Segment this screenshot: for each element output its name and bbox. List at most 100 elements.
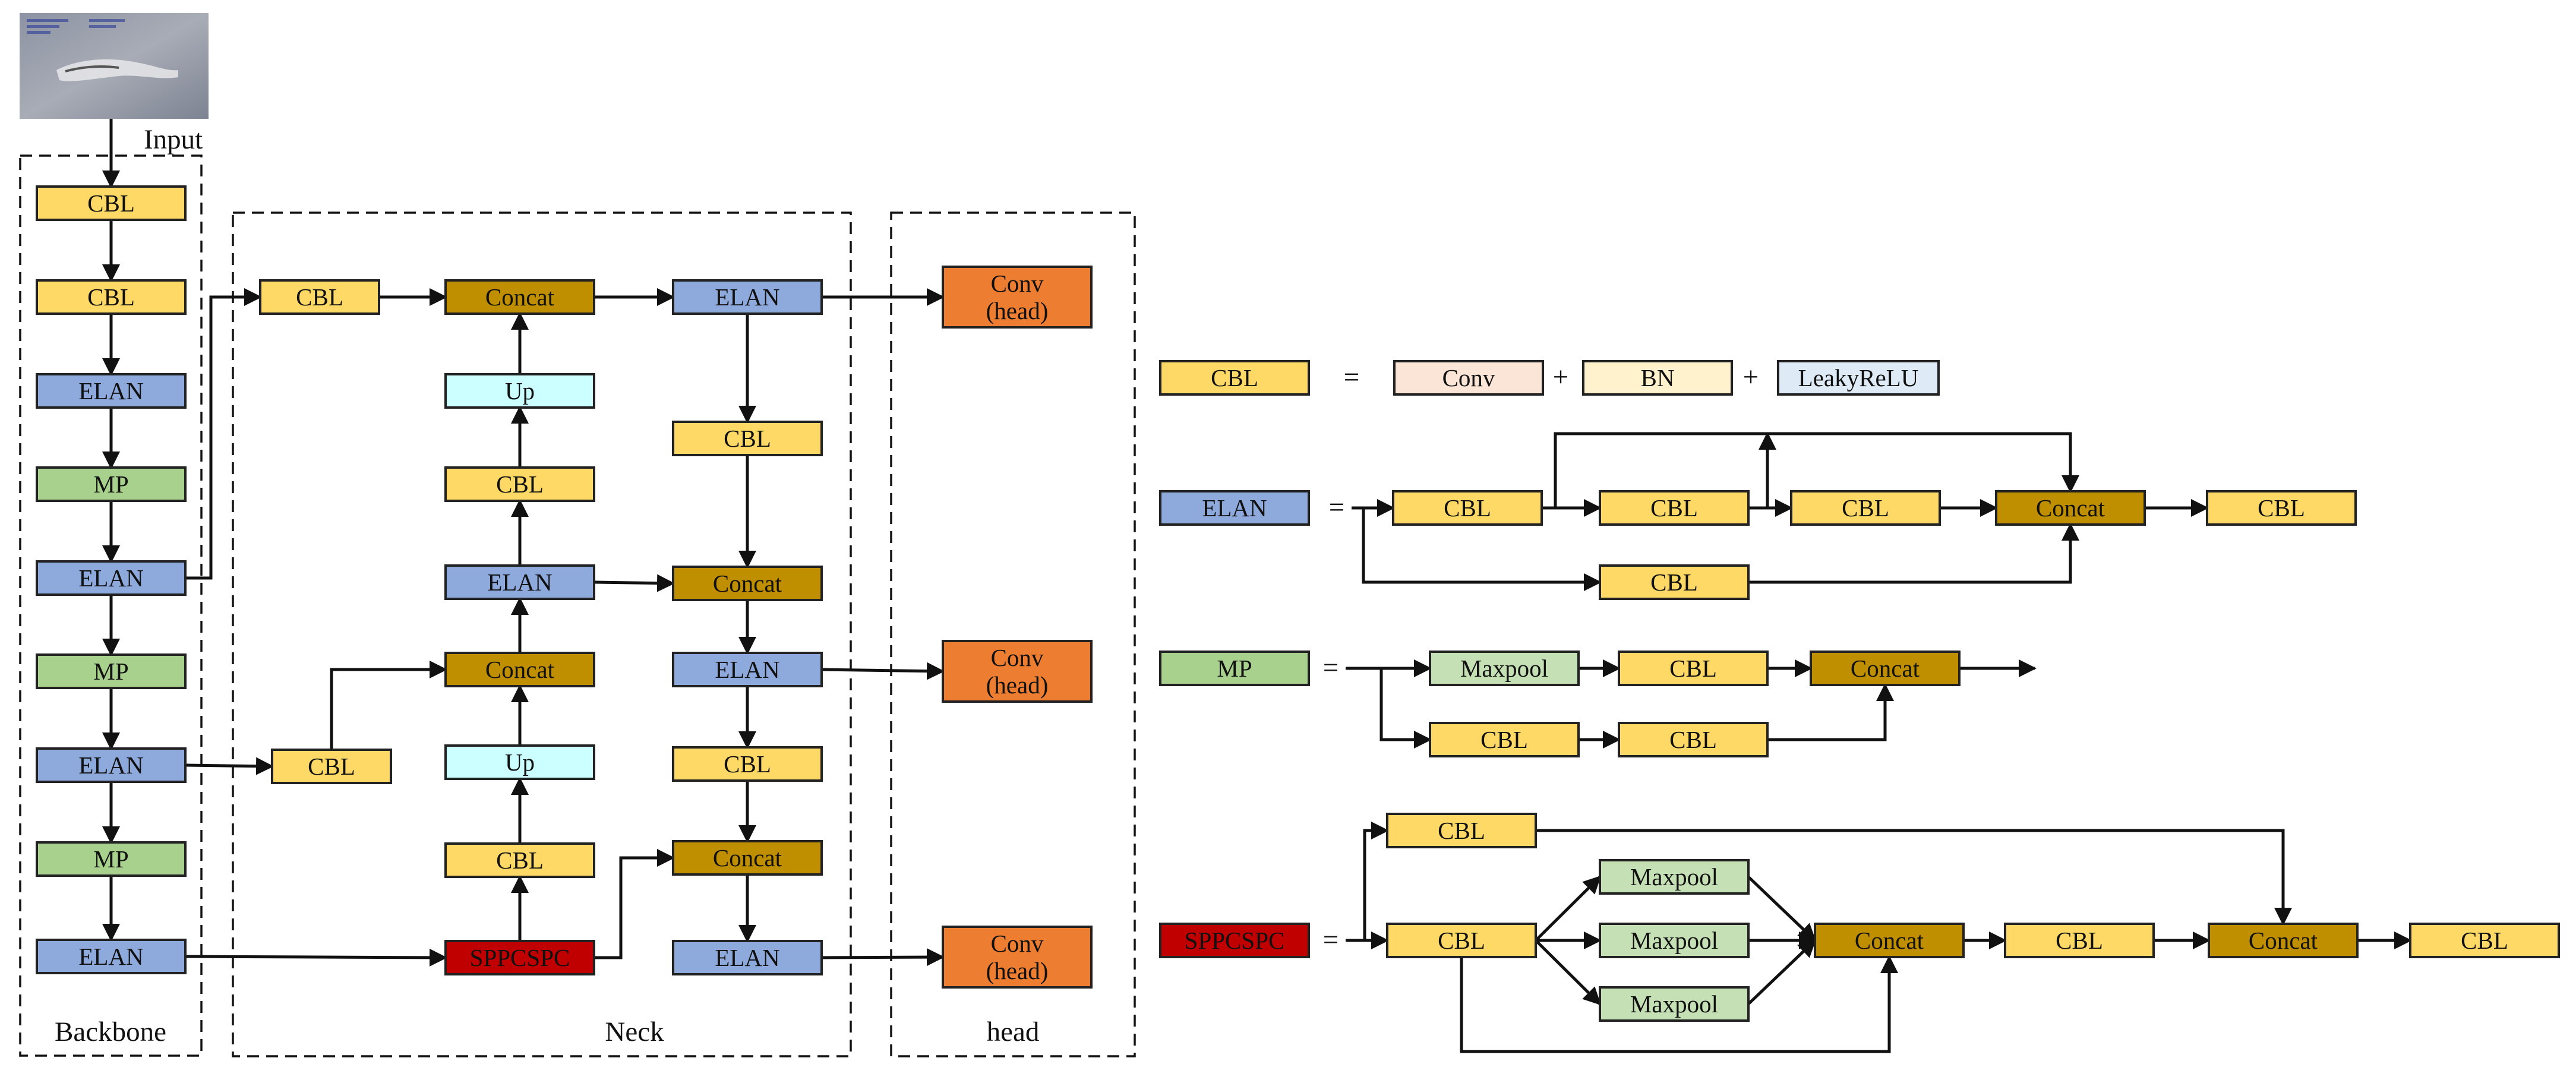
legend-cbl-part-conv-box <box>1393 360 1544 396</box>
neck-label: Neck <box>605 1016 664 1047</box>
legend-sppcspc-node-3-maxpool: Maxpool <box>1599 859 1750 895</box>
backbone-node-5-elan-box <box>36 560 187 596</box>
input-image <box>20 13 209 119</box>
edge-elan-bottom-to-concat <box>1748 523 2079 584</box>
legend-sppcspc-node-5-maxpool-box <box>1599 986 1750 1022</box>
legend-cbl-part-leakyrelu-box <box>1777 360 1940 396</box>
legend-cbl-equals: = <box>1344 362 1360 393</box>
neck-col2-2-up-box <box>444 373 595 409</box>
backbone-label: Backbone <box>55 1016 166 1047</box>
legend-elan-node-4-concat: Concat <box>1995 490 2146 526</box>
edge-elan2-to-concat <box>594 574 675 592</box>
neck-col3-1-elan-label: ELAN <box>715 283 779 311</box>
neck-col2-4-elan-label: ELAN <box>487 569 552 596</box>
neck-col2-1-concat-box <box>444 279 595 315</box>
edges <box>102 119 2412 1053</box>
legend-elan-node-5-cbl: CBL <box>2206 490 2357 526</box>
edge-bb-elan3-to-neck-cbl <box>185 757 274 775</box>
neck-col2-1-concat-label: Concat <box>485 283 555 311</box>
legend-mp-node-2-cbl-box <box>1618 651 1769 686</box>
head-conv-1: Conv(head) <box>942 266 1093 329</box>
legend-sppcspc-node-6-concat-box <box>1814 923 1965 958</box>
neck-col3-2-cbl-label: CBL <box>724 425 771 452</box>
backbone-node-4-mp-label: MP <box>93 471 128 498</box>
legend-sppcspc-node-7-cbl: CBL <box>2004 923 2155 958</box>
legend-sppcspc-node-4-maxpool: Maxpool <box>1599 923 1750 958</box>
backbone-node-6-mp: MP <box>36 653 187 689</box>
neck-col2-6-up-label: Up <box>505 749 535 776</box>
backbone-node-1-cbl-label: CBL <box>87 190 135 217</box>
legend-elan-node-6-cbl: CBL <box>1599 564 1750 600</box>
backbone-node-9-elan-box <box>36 939 187 974</box>
neck-col3-6-concat: Concat <box>672 840 823 876</box>
neck-col3-3-concat-label: Concat <box>713 570 782 597</box>
neck-col2-7-cbl-box <box>444 842 595 878</box>
neck-col2-4-elan: ELAN <box>444 564 595 600</box>
neck-col2-2-up-label: Up <box>505 377 535 405</box>
legend-sppcspc-node-3-maxpool-box <box>1599 859 1750 895</box>
neck-col2-7-cbl: CBL <box>444 842 595 878</box>
legend-mp-node-4-cbl-box <box>1429 722 1580 757</box>
neck-col2-3-cbl-label: CBL <box>496 471 544 498</box>
legend-mp-node-1-maxpool-label: Maxpool <box>1460 655 1548 682</box>
edge-spp-mp1-concat <box>1747 876 1817 942</box>
legend-cbl-part-bn-box <box>1582 360 1733 396</box>
legend-sppcspc-key-box <box>1159 923 1310 958</box>
edge-elan-branch-down <box>1362 508 1602 591</box>
head-conv-3-label: Conv(head) <box>986 930 1049 984</box>
legend-sppcspc-node-7-cbl-box <box>2004 923 2155 958</box>
legend-mp-node-1-maxpool-box <box>1429 651 1580 686</box>
edge-bb-elan4-to-sppcspc <box>185 948 447 967</box>
neck-cbl-mid: CBL <box>271 749 392 784</box>
legend-sppcspc-node-4-maxpool-label: Maxpool <box>1630 927 1718 954</box>
backbone-node-2-cbl-label: CBL <box>87 283 135 311</box>
neck-col3-1-elan-box <box>672 279 823 315</box>
legend-sppcspc-equals: = <box>1323 924 1339 955</box>
head-conv-1-box <box>942 266 1093 329</box>
backbone-node-3-elan-box <box>36 373 187 409</box>
neck-col2-6-up: Up <box>444 744 595 780</box>
neck-col2-2-up: Up <box>444 373 595 409</box>
head-region <box>890 211 1136 1057</box>
legend-elan-key-box <box>1159 490 1310 526</box>
legend-mp-equals: = <box>1323 652 1339 683</box>
neck-col2-5-concat-box <box>444 652 595 687</box>
legend-elan-node-1-cbl: CBL <box>1392 490 1543 526</box>
legend-sppcspc-node-4-maxpool-box <box>1599 923 1750 958</box>
neck-col2-6-up-box <box>444 744 595 780</box>
neck-col3-5-cbl: CBL <box>672 746 823 782</box>
legend-cbl-key-box <box>1159 360 1310 396</box>
legend-cbl-plus-1: + <box>1553 362 1569 393</box>
input-label: Input <box>144 124 203 155</box>
neck-col2-7-cbl-label: CBL <box>496 847 544 874</box>
legend-sppcspc-node-2-cbl-label: CBL <box>1438 927 1485 954</box>
legend-sppcspc-node-2-cbl: CBL <box>1386 923 1537 958</box>
legend-elan-node-6-cbl-label: CBL <box>1650 569 1698 596</box>
edge-mp-branch <box>1379 668 1432 749</box>
backbone-node-2-cbl: CBL <box>36 279 187 315</box>
neck-col2-8-sppcspc: SPPCSPC <box>444 940 595 975</box>
backbone-node-9-elan: ELAN <box>36 939 187 974</box>
legend-elan-node-3-cbl-label: CBL <box>1842 494 1889 522</box>
legend-mp-node-3-concat: Concat <box>1810 651 1961 686</box>
backbone-node-5-elan: ELAN <box>36 560 187 596</box>
legend-sppcspc-node-3-maxpool-label: Maxpool <box>1630 863 1718 891</box>
neck-col2-5-concat: Concat <box>444 652 595 687</box>
head-conv-3-box <box>942 926 1093 989</box>
neck-col3-5-cbl-label: CBL <box>724 750 771 778</box>
legend-elan-node-1-cbl-label: CBL <box>1444 494 1491 522</box>
neck-col2-3-cbl-box <box>444 466 595 502</box>
legend-mp-node-5-cbl-label: CBL <box>1669 726 1717 753</box>
legend-mp-node-2-cbl-label: CBL <box>1669 655 1717 682</box>
legend-mp-node-2-cbl: CBL <box>1618 651 1769 686</box>
backbone-node-2-cbl-box <box>36 279 187 315</box>
neck-col3-4-elan: ELAN <box>672 652 823 687</box>
head-conv-2: Conv(head) <box>942 640 1093 703</box>
backbone-node-8-mp: MP <box>36 841 187 877</box>
neck-col3-1-elan: ELAN <box>672 279 823 315</box>
neck-col3-7-elan: ELAN <box>672 940 823 975</box>
edge-spp-cbl-mp3 <box>1535 939 1602 1006</box>
legend-elan-node-6-cbl-box <box>1599 564 1750 600</box>
legend-sppcspc-node-9-cbl: CBL <box>2409 923 2560 958</box>
